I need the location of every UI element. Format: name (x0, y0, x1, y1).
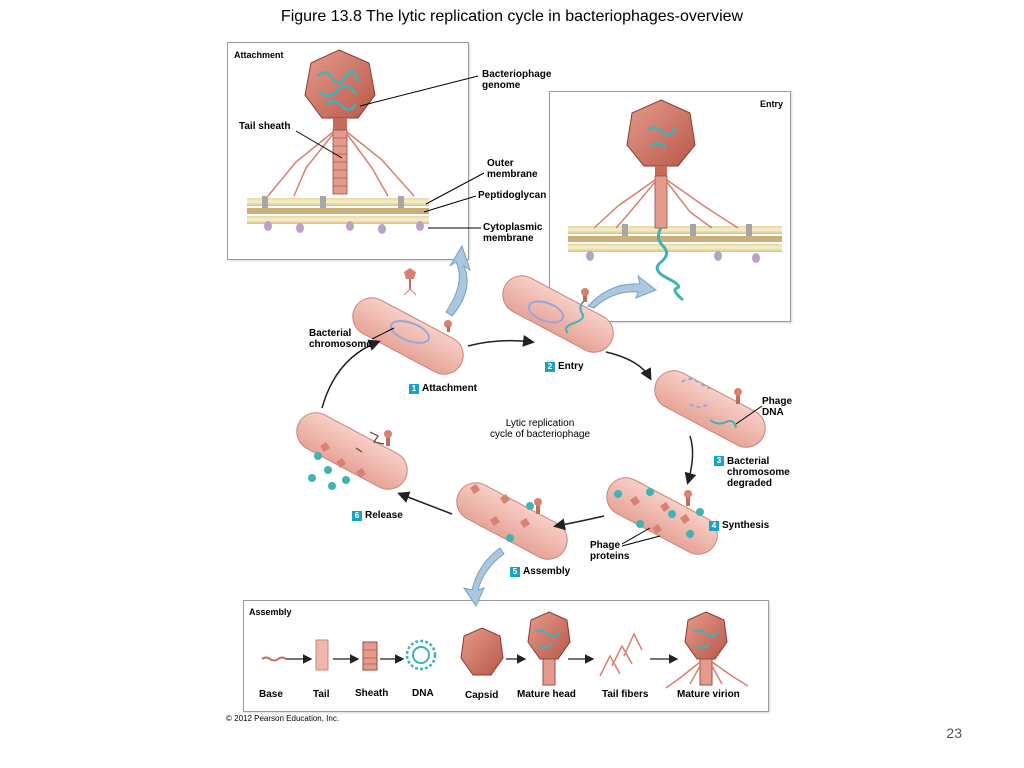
assembly-panel-heading: Assembly (249, 607, 292, 617)
attachment-membrane (247, 196, 429, 234)
step-label: Synthesis (722, 520, 770, 531)
assembly-label-dna: DNA (412, 688, 434, 699)
assembly-label-mature-virion: Mature virion (677, 689, 740, 700)
step-badge: 4 (709, 521, 719, 531)
label-peptidoglycan: Peptidoglycan (478, 190, 547, 201)
cycle-leader-lines (371, 327, 763, 547)
callout-arrows (445, 244, 657, 608)
cell-attachment (352, 268, 464, 375)
label-outer-membrane: Outer membrane (487, 158, 538, 180)
step-label: Assembly (523, 566, 571, 577)
figure-title: Figure 13.8 The lytic replication cycle … (280, 8, 744, 25)
step-badge: 1 (409, 384, 419, 394)
cycle-center-label: Lytic replication cycle of bacteriophage (489, 418, 591, 440)
attachment-panel-heading: Attachment (234, 50, 284, 60)
cell-entry (502, 275, 614, 353)
attachment-phage (267, 49, 415, 197)
label-phage-proteins: Phage proteins (590, 540, 630, 562)
entry-membrane (568, 224, 782, 263)
assembly-label-base: Base (259, 689, 283, 700)
entry-panel-heading: Entry (759, 99, 783, 109)
label-tail-sheath: Tail sheath (239, 121, 291, 132)
cell-synthesis (606, 477, 718, 555)
cell-chromosome-degraded (654, 370, 766, 448)
step-label: Attachment (422, 383, 478, 394)
label-phage-dna: Phage DNA (762, 396, 793, 418)
assembly-label-capsid: Capsid (465, 690, 499, 701)
label-bacteriophage-genome: Bacteriophage genome (482, 69, 552, 91)
assembly-label-mature-head: Mature head (517, 689, 576, 700)
assembly-label-tail-fibers: Tail fibers (602, 689, 649, 700)
cycle-arrows (321, 334, 697, 531)
step-label: Release (365, 510, 403, 521)
cell-release (296, 412, 408, 490)
step-badge: 5 (510, 567, 520, 577)
label-bacterial-chromosome: Bacterial chromosome (309, 328, 372, 350)
step-badge: 2 (545, 362, 555, 372)
attachment-leader-lines (295, 75, 485, 229)
label-cytoplasmic-membrane: Cytoplasmic membrane (483, 222, 543, 244)
assembly-label-tail: Tail (313, 689, 330, 700)
cell-assembly (456, 482, 568, 560)
assembly-label-sheath: Sheath (355, 688, 389, 699)
step-badge: 3 (714, 456, 724, 466)
step-label: Bacterial chromosome degraded (727, 456, 790, 489)
step-label: Entry (558, 361, 584, 372)
assembly-panel (243, 600, 769, 712)
page-number: 23 (946, 725, 962, 741)
assembly-row (261, 611, 749, 689)
step-badge: 6 (352, 511, 362, 521)
entry-phage (593, 99, 739, 302)
copyright-notice: © 2012 Pearson Education, Inc. (226, 714, 340, 723)
